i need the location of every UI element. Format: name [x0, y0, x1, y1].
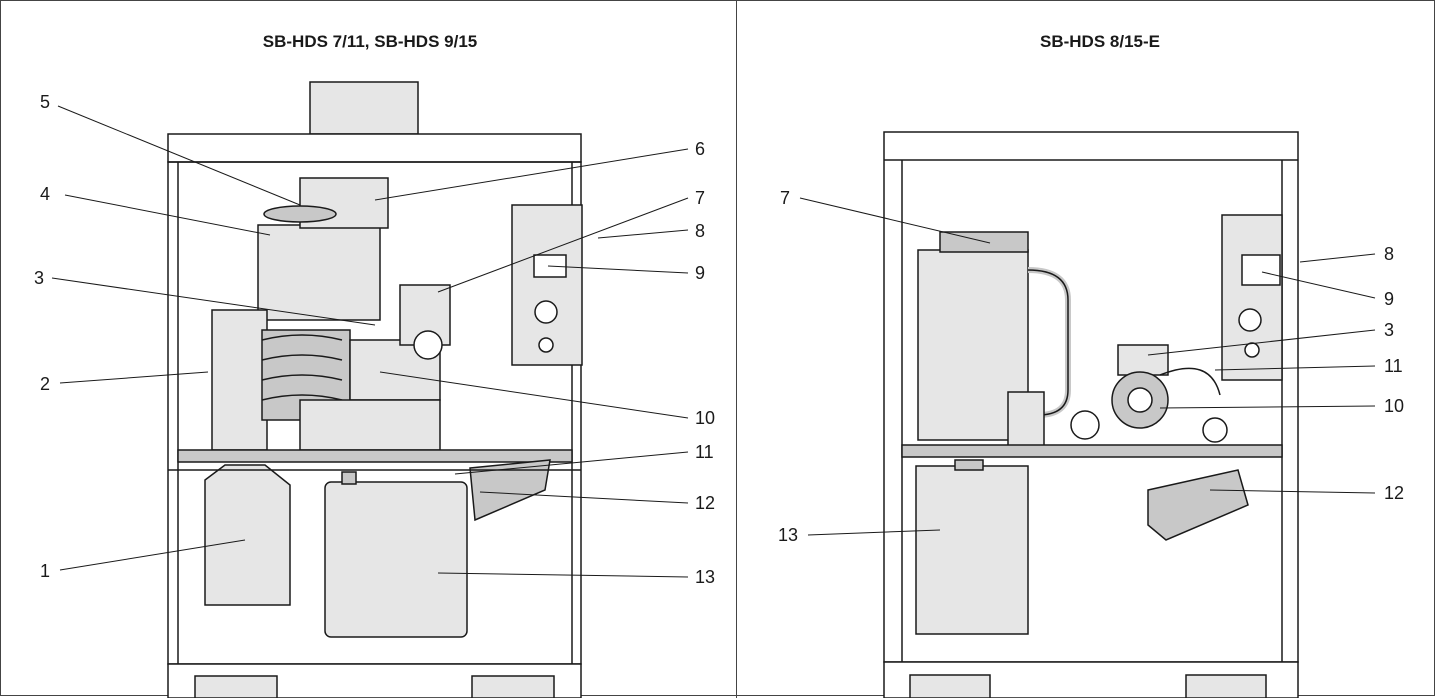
left-callout-12: 12: [695, 493, 715, 513]
right-callout-8: 8: [1384, 244, 1394, 264]
right-callout-7: 7: [780, 188, 790, 208]
right-unit-drawing: [883, 131, 1299, 698]
left-callout-7: 7: [695, 188, 705, 208]
right-callout-12: 12: [1384, 483, 1404, 503]
left-panel-title: SB-HDS 7/11, SB-HDS 9/15: [262, 32, 478, 51]
left-callout-5: 5: [40, 92, 50, 112]
right-callout-10: 10: [1384, 396, 1404, 416]
right-leader-lines: [799, 197, 1376, 536]
left-callout-8: 8: [695, 221, 705, 241]
left-callout-9: 9: [695, 263, 705, 283]
right-callout-13: 13: [778, 525, 798, 545]
left-callout-6: 6: [695, 139, 705, 159]
right-callout-11: 11: [1384, 356, 1403, 376]
left-unit-drawing: [167, 81, 583, 698]
left-callout-1: 1: [40, 561, 50, 581]
right-panel-title: SB-HDS 8/15-E: [1040, 32, 1160, 51]
right-callout-9: 9: [1384, 289, 1394, 309]
left-callout-3: 3: [34, 268, 44, 288]
left-callout-2: 2: [40, 374, 50, 394]
left-callout-13: 13: [695, 567, 715, 587]
left-callout-11: 11: [695, 442, 714, 462]
panel-divider: [736, 0, 737, 698]
right-callout-3: 3: [1384, 320, 1394, 340]
left-leader-lines: [51, 105, 689, 578]
left-callout-10: 10: [695, 408, 715, 428]
left-callout-4: 4: [40, 184, 50, 204]
